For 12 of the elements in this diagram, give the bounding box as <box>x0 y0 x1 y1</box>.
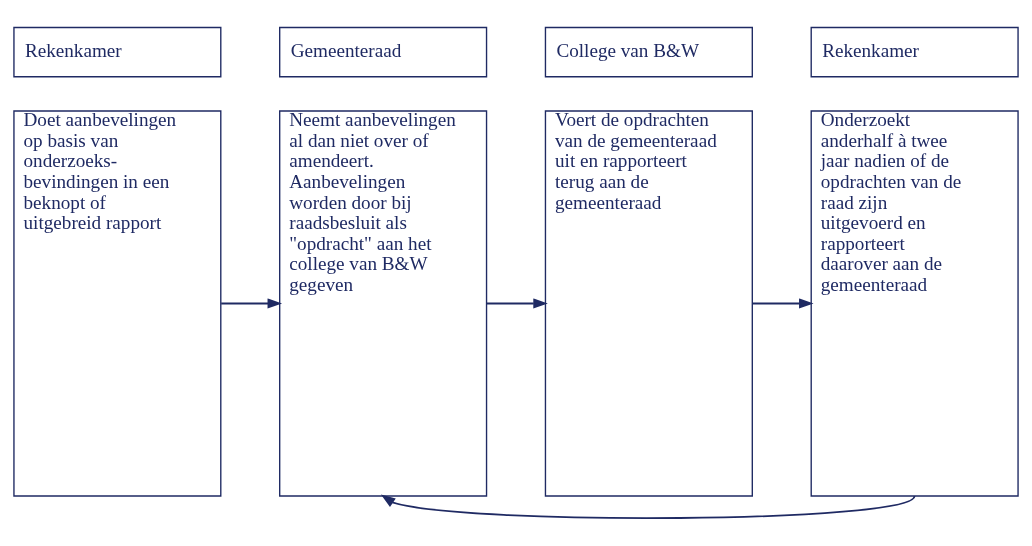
arrow <box>220 298 283 309</box>
node-box: Doet aanbevelingen op basis van onderzoeks-bevindingen in een beknopt of uitgebreid rapport <box>13 110 222 497</box>
node-box: Neemt aanbevelingen al dan niet over of amendeert. Aanbevelingen worden door bij raadsbesluit als "opdracht" aan het college van B&W gegeven <box>279 110 488 497</box>
node-box: Onderzoekt anderhalf à twee jaar nadien of de opdrachten van de raad zijn uitgevoerd en rapporteert daarover aan de gemeenteraad <box>810 110 1019 497</box>
node-box: College van B&W <box>544 26 753 78</box>
arrow <box>751 298 814 309</box>
arrow <box>486 298 548 309</box>
arrow <box>380 494 916 519</box>
node-box: Rekenkamer <box>810 26 1019 78</box>
node-box: Voert de opdrachten van de gemeenteraad uit en rapporteert terug aan de gemeenteraad <box>544 110 753 497</box>
node-box: Rekenkamer <box>13 26 222 78</box>
node-box: Gemeenteraad <box>279 26 488 78</box>
